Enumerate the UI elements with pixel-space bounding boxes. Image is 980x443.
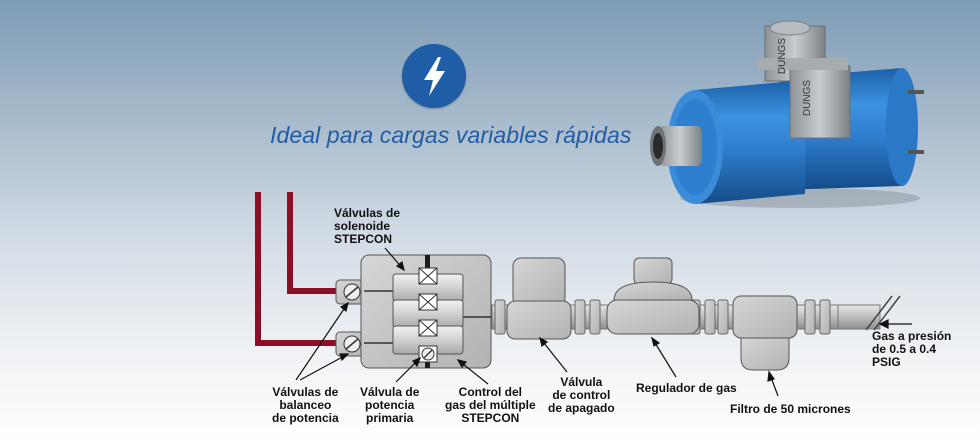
label-balance-valves: Válvulas de balanceo de potencia [272,385,339,425]
label-shutoff-valve: Válvula de control de apagado [548,375,615,415]
tagline: Ideal para cargas variables rápidas [270,122,632,148]
label-manifold-control: Control del gas del múltiple STEPCON [445,385,536,425]
leader-lines [295,247,912,397]
brand-label-2: DUNGS [777,38,788,74]
gas-filter [732,295,798,371]
gas-line-red [255,192,340,346]
brand-label: DUNGS [802,80,813,116]
balance-valve-bottom [335,331,365,357]
label-primary-valve: Válvula de potencia primaria [360,385,420,425]
gas-regulator [606,257,700,335]
label-solenoid-valves: Válvulas de solenoide STEPCON [334,206,401,246]
burner-product-image: DUNGS DUNGS [650,20,924,208]
shutoff-valve [506,257,572,340]
label-gas-regulator: Regulador de gas [636,381,737,395]
label-gas-inlet: Gas a presión de 0.5 a 0.4 PSIG [872,329,952,369]
lightning-bolt-icon [424,57,445,96]
solenoid-valve-stack [392,267,464,363]
label-filter: Filtro de 50 micrones [730,402,851,416]
balance-valve-top [335,279,365,305]
lightning-badge [402,44,466,108]
